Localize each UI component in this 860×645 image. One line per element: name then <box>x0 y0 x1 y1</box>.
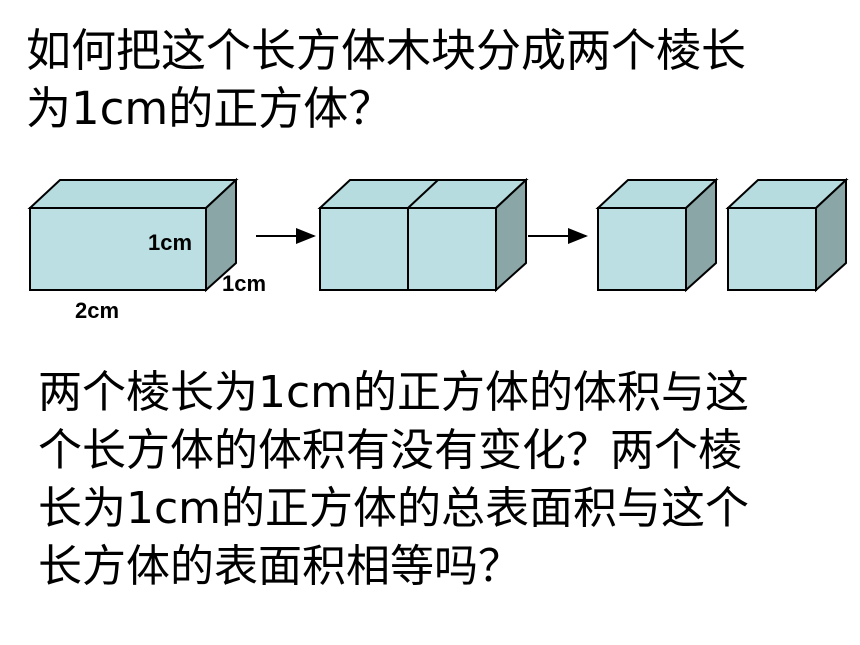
question-text: 如何把这个长方体木块分成两个棱长 为1cm的正方体？ <box>26 22 826 138</box>
depth-label: 1cm <box>222 271 266 296</box>
cube-a <box>595 177 719 293</box>
split-top-divider <box>407 179 439 209</box>
length-label: 2cm <box>75 298 119 323</box>
cuboid-front-face <box>29 207 207 291</box>
body-line-2: 个长方体的体积有没有变化？两个棱 <box>38 425 742 476</box>
split-block <box>317 177 529 293</box>
height-label: 1cm <box>148 230 192 255</box>
cuboid-block <box>27 177 239 293</box>
cube-b-front-face <box>727 207 817 291</box>
body-line-3: 长为1cm的正方体的总表面积与这个 <box>38 483 750 534</box>
cube-a-front-face <box>597 207 687 291</box>
body-text: 两个棱长为1cm的正方体的体积与这 个长方体的体积有没有变化？两个棱 长为1cm… <box>38 364 838 596</box>
question-line-2: 为1cm的正方体？ <box>26 82 394 135</box>
cube-b <box>725 177 849 293</box>
body-line-1: 两个棱长为1cm的正方体的体积与这 <box>38 367 750 418</box>
cuboid-diagram: 1cm 1cm 2cm <box>27 177 849 323</box>
body-line-4: 长方体的表面积相等吗？ <box>38 541 522 592</box>
question-line-1: 如何把这个长方体木块分成两个棱长 <box>26 24 747 77</box>
cuboid-top-face <box>27 179 239 209</box>
